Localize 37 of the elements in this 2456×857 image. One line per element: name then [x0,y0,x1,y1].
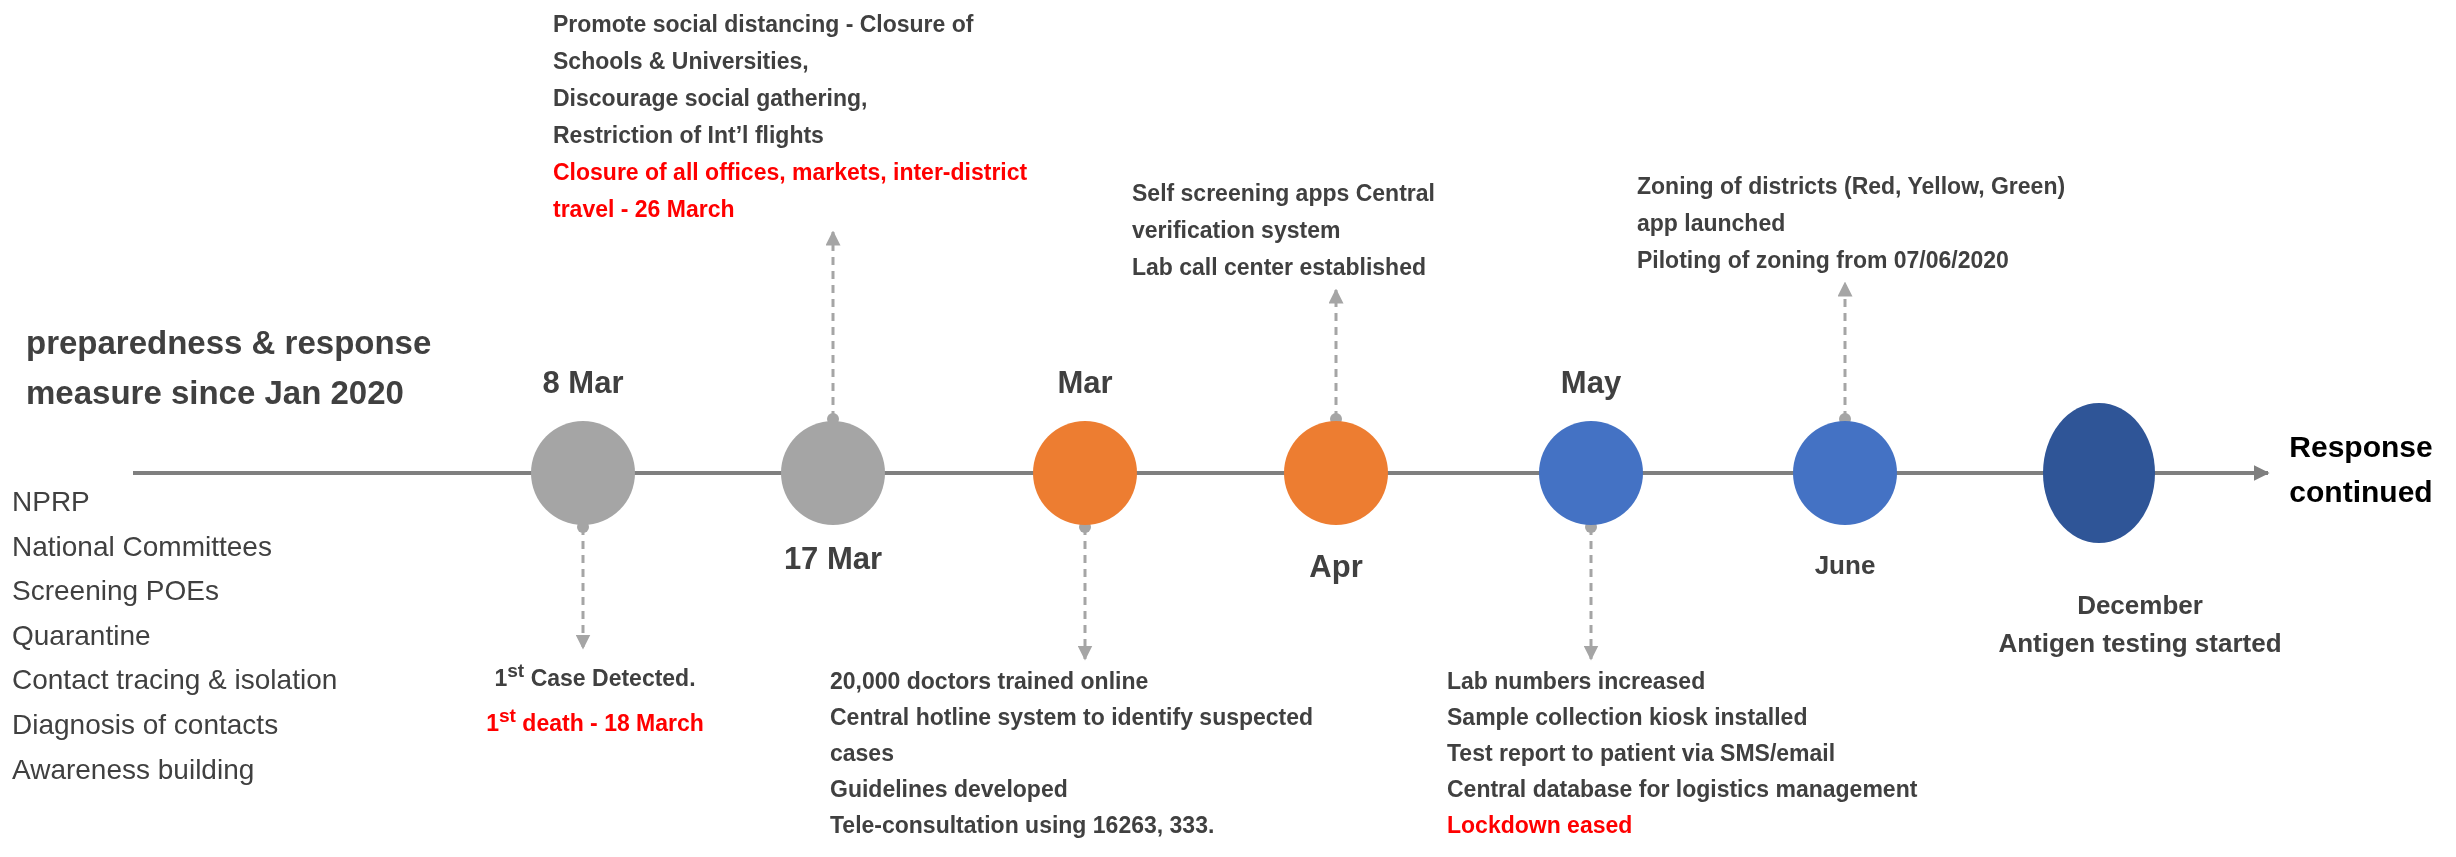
event-line: Lab numbers increased [1447,667,1707,696]
event-line: Guidelines developed [830,775,1069,804]
highlight-text: 1$^{st}$ death - 18 March [485,703,705,738]
highlight-text: Closure of all offices, markets, inter-district travel - 26 March [553,158,1029,224]
date-label: 17 Mar [783,540,883,578]
event-line: Sample collection kiosk installed [1447,703,1809,732]
event-line: Self screening apps Central verification system [1132,179,1436,245]
event-line: 20,000 doctors trained online [830,667,1150,696]
date-label: June [1814,549,1876,582]
event-line: Restriction of Int’l flights [553,121,825,150]
title: preparedness & response measure since Jan 2020 [26,323,433,413]
event-line: Central database for logistics management [1447,775,1919,804]
list-item: Screening POEs [12,574,219,609]
event-note: Antigen testing started [1998,627,2282,660]
list-item: National Committees [12,529,272,564]
list-item: Quarantine [12,618,151,653]
event-line: Zoning of districts (Red, Yellow, Green) [1637,172,2067,201]
event-line: Tele-consultation using 16263, 333. [830,811,1216,840]
highlight-text: Lockdown eased [1447,811,1634,840]
list-item: Diagnosis of contacts [12,708,279,742]
date-label: Mar [1057,364,1113,402]
event-line: Lab call center established [1132,253,1427,282]
date-label: 8 Mar [542,364,624,402]
list-item: NPRP [12,485,90,519]
event-line: Piloting of zoning from 07/06/2020 [1637,246,2010,275]
end-label: Response continued [2288,429,2434,510]
event-line: Central hotline system to identify suspected cases [830,703,1315,768]
event-line: 1$^{st}$ Case Detected. [493,659,697,693]
date-label: December [2077,589,2203,622]
list-item: Awareness building [12,752,255,787]
list-item: Contact tracing & isolation [12,663,338,698]
date-label: May [1560,364,1622,402]
event-line: Test report to patient via SMS/email [1447,739,1837,768]
event-line: Promote social distancing - Closure of Schools & Universities, [553,10,975,76]
event-line: Discourage social gathering, [553,84,869,113]
date-label: Apr [1309,548,1363,586]
event-line: app launched [1637,209,1787,238]
